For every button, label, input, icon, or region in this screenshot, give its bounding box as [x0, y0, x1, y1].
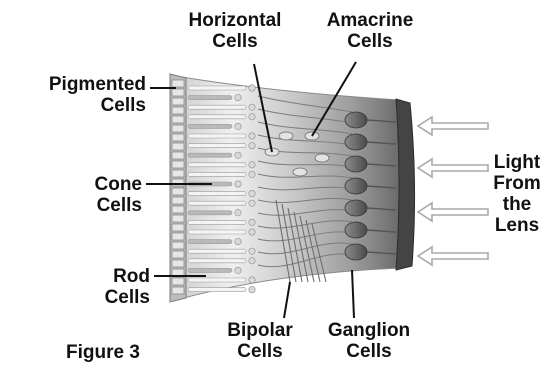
label-rod-cells: Rod Cells: [4, 266, 150, 308]
pigmented-cell: [172, 206, 184, 213]
rod-cell: [188, 115, 246, 119]
cone-cell: [188, 268, 232, 272]
pigmented-cell: [172, 251, 184, 258]
pigmented-cell: [172, 215, 184, 222]
pigmented-cell: [172, 287, 184, 294]
receptor-nucleus: [235, 152, 241, 158]
label-ganglion-cells: Ganglion Cells: [310, 320, 428, 362]
interneuron-body: [315, 154, 329, 162]
ganglion-cell: [345, 134, 367, 150]
pigmented-cell: [172, 161, 184, 168]
receptor-nucleus: [249, 229, 255, 235]
pigmented-cell: [172, 278, 184, 285]
label-light-from-lens: Light From the Lens: [482, 152, 552, 236]
receptor-nucleus: [249, 162, 255, 168]
pigmented-cell: [172, 224, 184, 231]
pigmented-cell: [172, 242, 184, 249]
rod-cell: [188, 163, 246, 167]
cone-cell: [188, 211, 232, 215]
label-horizontal-cells: Horizontal Cells: [170, 10, 300, 52]
ganglion-cell: [345, 178, 367, 194]
cone-cell: [188, 153, 232, 157]
rod-cell: [188, 201, 246, 205]
pigmented-cell: [172, 197, 184, 204]
receptor-nucleus: [249, 277, 255, 283]
rod-cell: [188, 172, 246, 176]
label-bipolar-cells: Bipolar Cells: [212, 320, 308, 362]
ganglion-cell: [345, 200, 367, 216]
pigmented-cell: [172, 152, 184, 159]
rod-cell: [188, 144, 246, 148]
light-arrow-group: [418, 117, 488, 265]
receptor-nucleus: [235, 210, 241, 216]
receptor-nucleus: [235, 267, 241, 273]
cone-cell: [188, 96, 232, 100]
pigmented-cell: [172, 98, 184, 105]
ganglion-cell: [345, 222, 367, 238]
pigmented-cell: [172, 125, 184, 132]
light-arrow: [418, 117, 488, 135]
leader-ganglion: [352, 270, 354, 318]
pigmented-cell: [172, 170, 184, 177]
light-arrow: [418, 247, 488, 265]
leader-bipolar: [284, 282, 290, 318]
receptor-nucleus: [249, 114, 255, 120]
rod-cell: [188, 220, 246, 224]
figure-caption: Figure 3: [66, 342, 140, 364]
interneuron-body: [293, 168, 307, 176]
pigmented-cell: [172, 233, 184, 240]
receptor-nucleus: [235, 238, 241, 244]
rod-cell: [188, 105, 246, 109]
rod-cell: [188, 134, 246, 138]
interneuron-body: [279, 132, 293, 140]
receptor-nucleus: [249, 219, 255, 225]
receptor-nucleus: [249, 104, 255, 110]
pigmented-cell: [172, 116, 184, 123]
pigmented-cell: [172, 143, 184, 150]
ganglion-cell: [345, 112, 367, 128]
pigmented-cell: [172, 134, 184, 141]
receptor-nucleus: [235, 123, 241, 129]
rod-cell: [188, 86, 246, 90]
inner-limiting-membrane: [396, 99, 415, 270]
pigmented-cell: [172, 260, 184, 267]
rod-cell: [188, 230, 246, 234]
light-arrow: [418, 203, 488, 221]
rod-cell: [188, 249, 246, 253]
ganglion-cell: [345, 156, 367, 172]
receptor-nucleus: [249, 171, 255, 177]
receptor-nucleus: [249, 133, 255, 139]
rod-cell: [188, 259, 246, 263]
label-amacrine-cells: Amacrine Cells: [312, 10, 428, 52]
receptor-nucleus: [235, 94, 241, 100]
pigmented-cell: [172, 188, 184, 195]
label-cone-cells: Cone Cells: [4, 174, 142, 216]
label-pigmented-cells: Pigmented Cells: [4, 74, 146, 116]
cone-cell: [188, 240, 232, 244]
receptor-nucleus: [249, 286, 255, 292]
pigmented-cell: [172, 89, 184, 96]
receptor-nucleus: [249, 142, 255, 148]
rod-cell: [188, 192, 246, 196]
ganglion-cell: [345, 244, 367, 260]
cone-cell: [188, 124, 232, 128]
receptor-nucleus: [249, 248, 255, 254]
receptor-nucleus: [249, 190, 255, 196]
receptor-nucleus: [235, 181, 241, 187]
light-arrow: [418, 159, 488, 177]
receptor-nucleus: [249, 258, 255, 264]
receptor-nucleus: [249, 85, 255, 91]
receptor-nucleus: [249, 200, 255, 206]
pigmented-cell: [172, 269, 184, 276]
pigmented-cell: [172, 107, 184, 114]
rod-cell: [188, 278, 246, 282]
rod-cell: [188, 288, 246, 292]
pigmented-cell: [172, 80, 184, 87]
